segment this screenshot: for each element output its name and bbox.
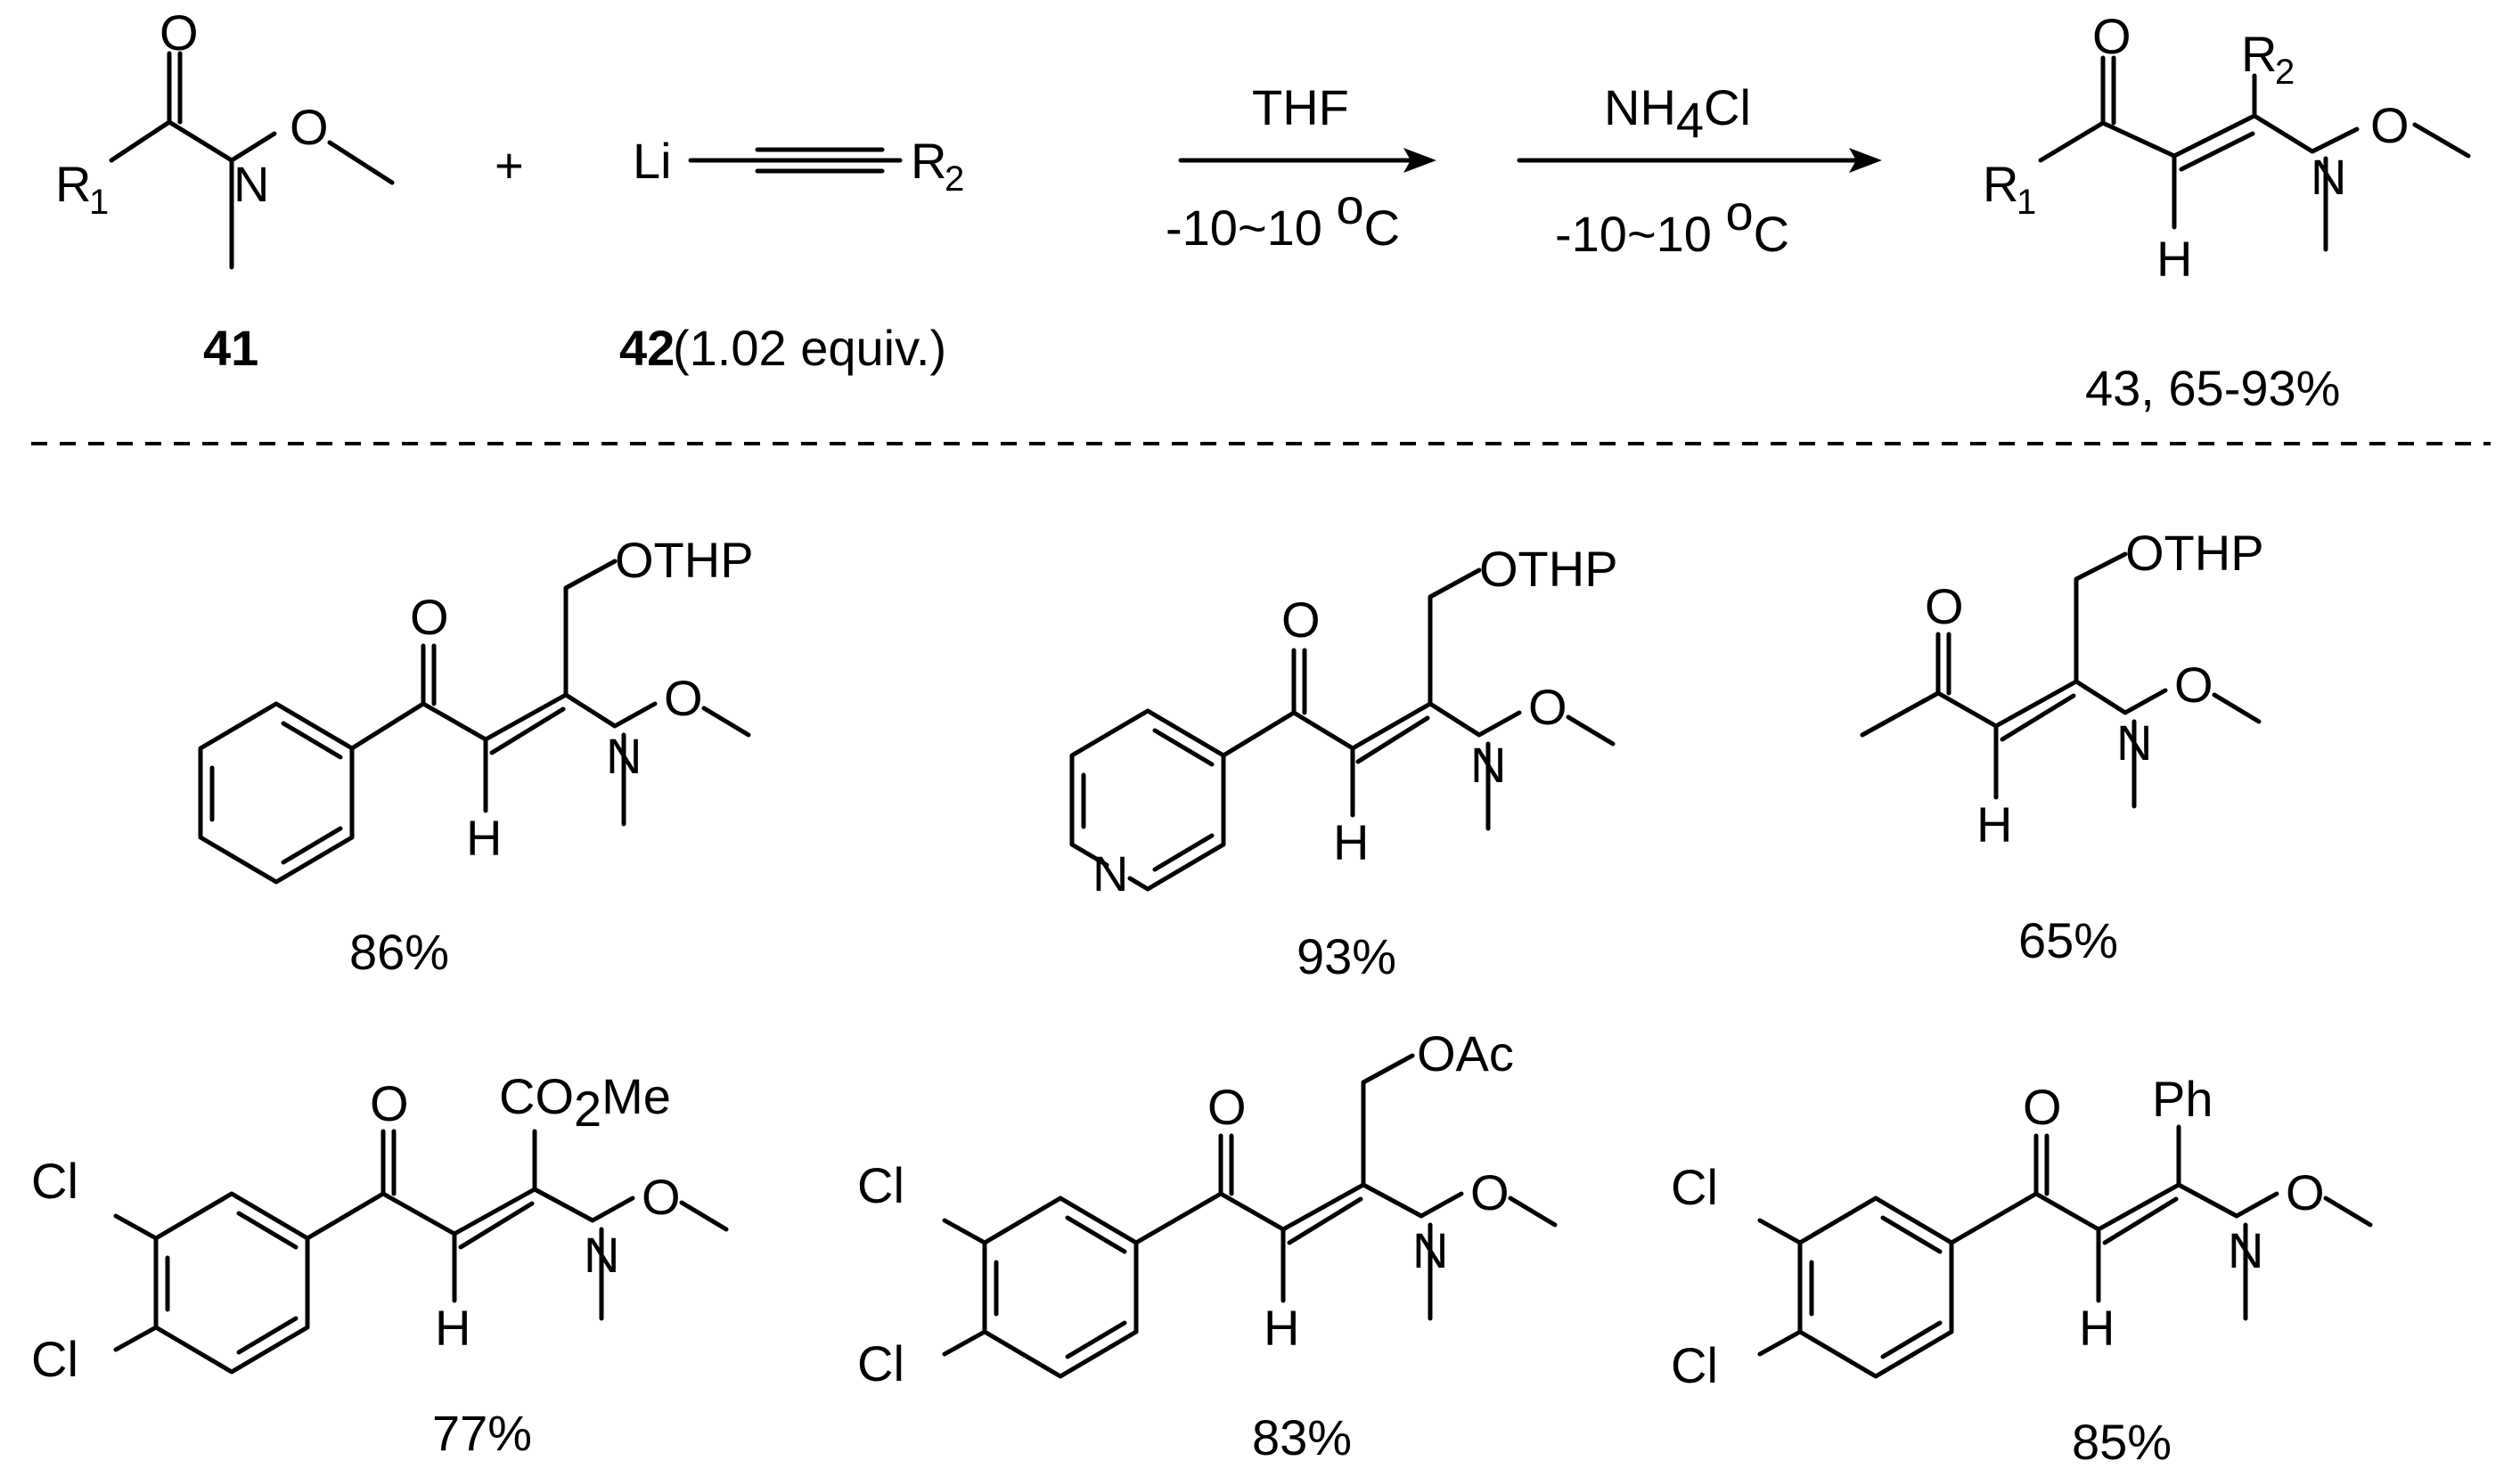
ex4-substituent: CO2Me [499, 1068, 671, 1137]
example-2-structure: N O OTHP N O H [1069, 541, 1618, 902]
product-r2-subscript: 2 [2275, 53, 2295, 92]
carbonyl-o: O [160, 4, 199, 61]
ex6-methoxy-o: O [2286, 1164, 2325, 1220]
step2-reagent: NH4Cl [1604, 79, 1751, 148]
example-6-yield: 85% [2072, 1414, 2172, 1470]
r1-subscript: 1 [89, 183, 109, 222]
product-n: N [2311, 149, 2346, 205]
ex1-methoxy-o: O [664, 670, 703, 726]
product-vinyl-h: H [2156, 231, 2192, 287]
methoxy-o: O [290, 99, 329, 155]
step2-conditions: -10~10 oC [1555, 184, 1789, 262]
ex4-cl-bottom: Cl [31, 1331, 78, 1387]
ex2-vinyl-h: H [1333, 814, 1369, 870]
product-carbonyl-o: O [2092, 8, 2131, 64]
plus-sign: + [495, 137, 524, 193]
example-1-yield: 86% [349, 924, 449, 980]
ex3-carbonyl-o: O [1925, 578, 1964, 634]
example-3-yield: 65% [2018, 912, 2118, 968]
ex4-vinyl-h: H [435, 1300, 470, 1356]
ex3-methoxy-o: O [2174, 657, 2213, 713]
step1-conditions: -10~10 oC [1166, 178, 1400, 256]
step1-reagent: THF [1252, 79, 1349, 135]
reactant-41-structure: R 1 O N O [55, 4, 395, 270]
example-6-structure: Cl Cl O Ph N O H [1671, 1071, 2373, 1393]
ex6-n: N [2228, 1222, 2263, 1278]
product-r2: R [2241, 26, 2277, 82]
reaction-arrow-1 [1178, 148, 1436, 173]
product-r1-subscript: 1 [2017, 183, 2036, 222]
ex4-n: N [584, 1227, 619, 1283]
compound-41-label: 41 [203, 320, 258, 376]
ex4-carbonyl-o: O [370, 1075, 409, 1131]
ex4-cl-top: Cl [31, 1153, 78, 1209]
ex1-n: N [606, 728, 642, 784]
ex2-carbonyl-o: O [1281, 592, 1321, 648]
ex3-vinyl-h: H [1976, 796, 2012, 853]
example-5-structure: Cl Cl O OAc N O H [857, 1025, 1558, 1391]
lithium-label: Li [633, 133, 672, 189]
example-2-yield: 93% [1297, 928, 1396, 984]
ex2-n: N [1470, 737, 1506, 793]
r2-label: R [911, 133, 946, 189]
ex1-carbonyl-o: O [410, 589, 449, 645]
example-1-structure: O OTHP N O H [198, 532, 754, 885]
ex5-cl-bottom: Cl [857, 1335, 904, 1391]
reaction-arrow-2 [1517, 148, 1882, 173]
product-methoxy-o: O [2370, 97, 2410, 153]
ex6-cl-top: Cl [1671, 1159, 1718, 1215]
ex6-carbonyl-o: O [2023, 1079, 2062, 1135]
ex2-methoxy-o: O [1528, 679, 1567, 735]
ex6-cl-bottom: Cl [1671, 1337, 1718, 1393]
product-43-structure: R 1 O R 2 N O H [1983, 8, 2471, 287]
example-3-structure: O OTHP N O H [1860, 525, 2264, 853]
ex2-pyridine-n: N [1092, 845, 1128, 902]
ex3-n: N [2116, 714, 2152, 771]
compound-43-label: 43, 65-93% [2085, 360, 2340, 416]
reactant-42-structure: Li R 2 [633, 133, 964, 199]
ex5-carbonyl-o: O [1207, 1079, 1247, 1135]
ex6-substituent: Ph [2152, 1071, 2213, 1127]
ex5-substituent: OAc [1417, 1025, 1514, 1081]
amide-n: N [233, 156, 269, 212]
compound-42-equiv: (1.02 equiv.) [673, 320, 946, 376]
example-5-yield: 83% [1252, 1409, 1352, 1465]
example-4-yield: 77% [432, 1405, 532, 1461]
ex1-substituent: OTHP [615, 532, 754, 588]
ex3-substituent: OTHP [2125, 525, 2264, 581]
ex6-vinyl-h: H [2079, 1300, 2115, 1356]
ex5-n: N [1412, 1222, 1448, 1278]
compound-42-label: 42 [619, 320, 675, 376]
ex1-vinyl-h: H [466, 810, 502, 866]
product-r1: R [1983, 156, 2018, 212]
r1-label: R [55, 156, 91, 212]
ex5-methoxy-o: O [1470, 1164, 1510, 1220]
r2-subscript: 2 [945, 159, 964, 199]
ex5-cl-top: Cl [857, 1157, 904, 1213]
ex4-methoxy-o: O [642, 1169, 681, 1225]
ex2-substituent: OTHP [1479, 541, 1618, 597]
example-4-structure: Cl Cl O CO2Me N O H [31, 1068, 729, 1387]
ex5-vinyl-h: H [1264, 1300, 1299, 1356]
